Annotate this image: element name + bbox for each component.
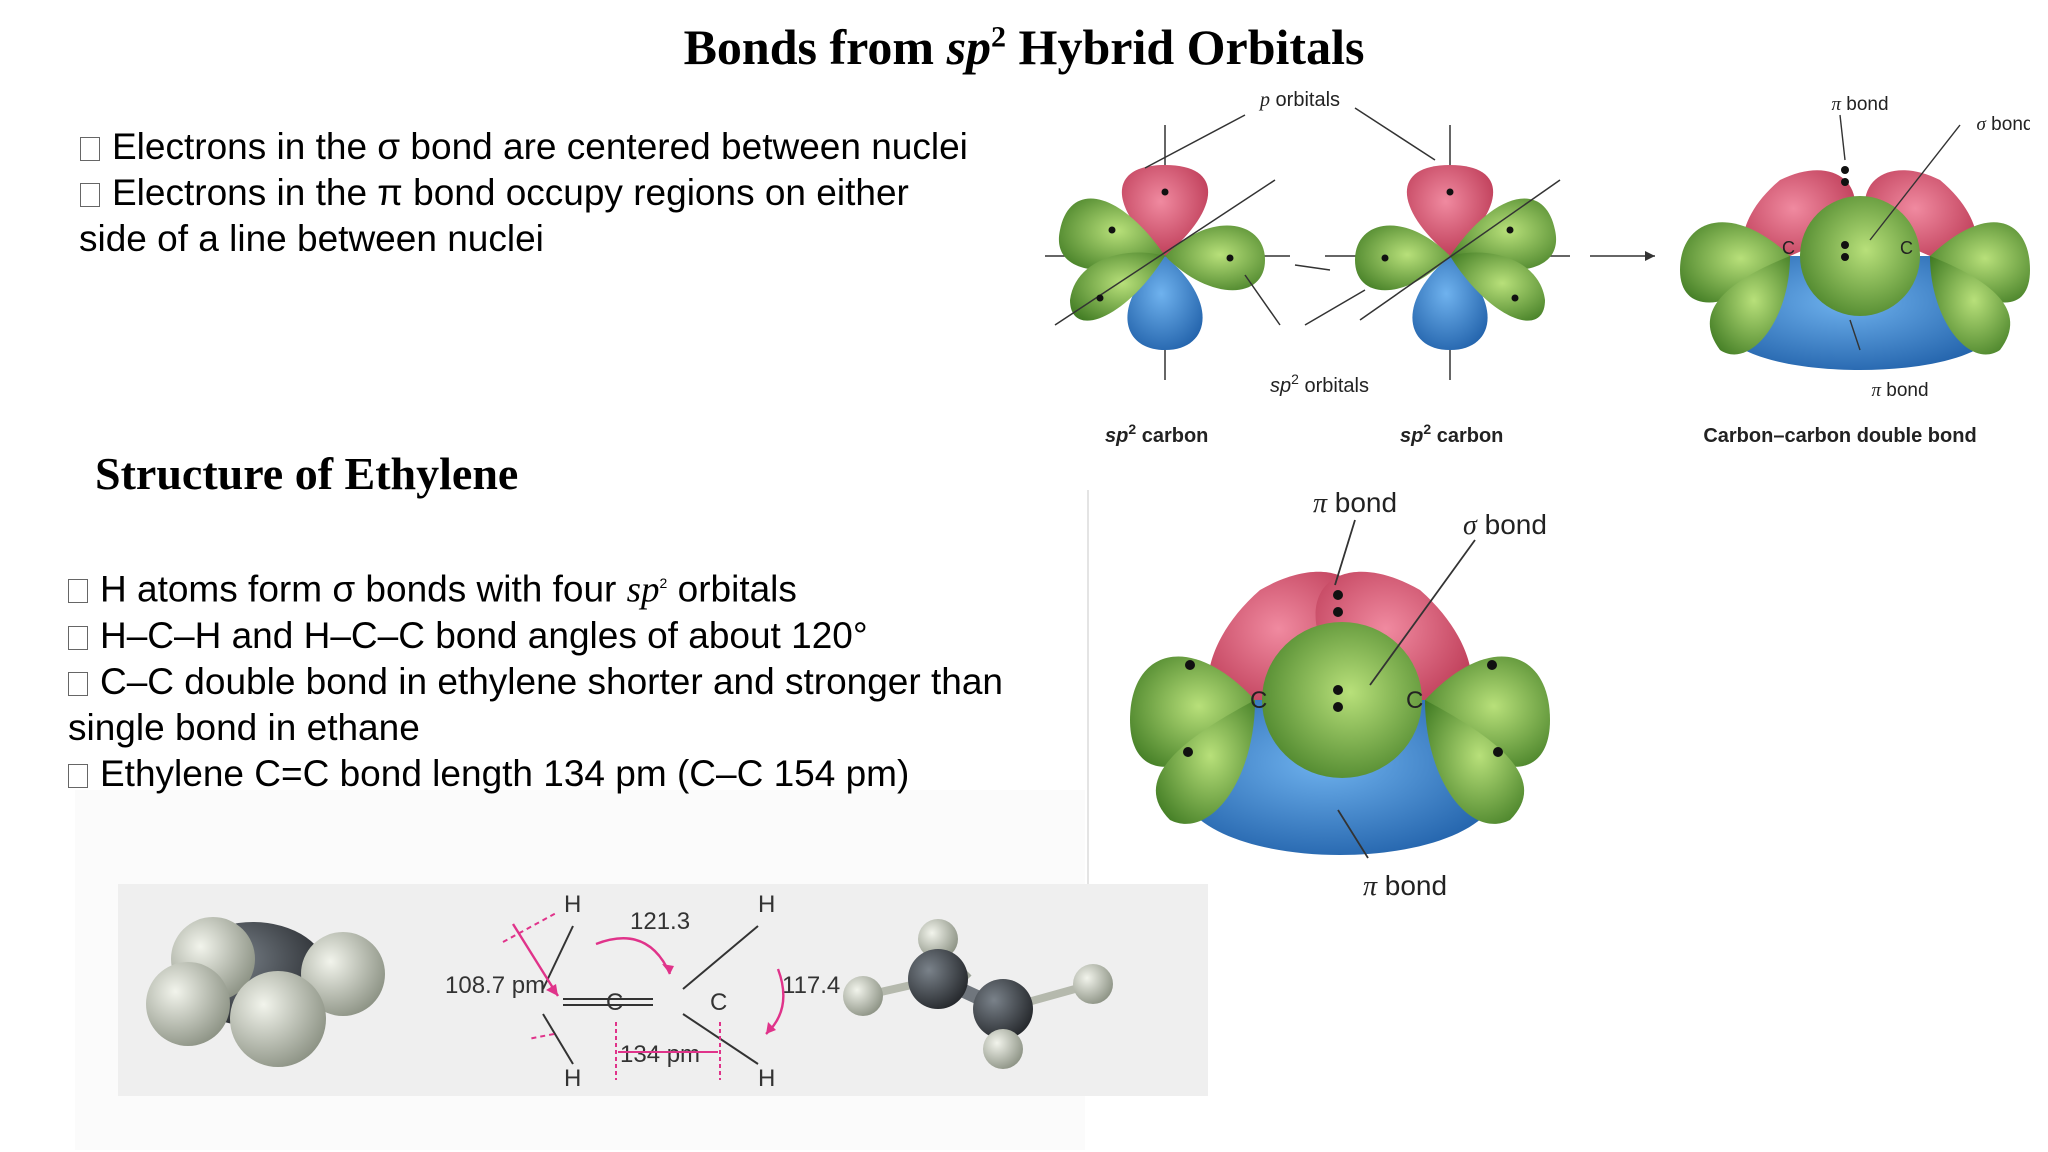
c-atom-label: C [710, 989, 727, 1016]
h-atom-label: H [758, 1065, 775, 1092]
carbon-label-left: C [1250, 687, 1267, 714]
sp2-lobe [1165, 225, 1265, 291]
bullets-top: Electrons in the σ bond are centered bet… [79, 124, 968, 262]
svg-text:sp2 carbon: sp2 carbon [1400, 421, 1503, 447]
bullet-angles: H–C–H and H–C–C bond angles of about 120… [68, 613, 1003, 659]
space-filling-model [146, 917, 385, 1067]
h-atom-label: H [758, 891, 775, 918]
carbon-label: C [1900, 238, 1913, 258]
ethylene-models: H H H H C C 121.3 108.7 pm 117.4 134 pm [146, 891, 1113, 1092]
h-atom-label: H [564, 1065, 581, 1092]
bullet-pi-continued: side of a line between nuclei [79, 218, 544, 259]
svg-text:sp2 carbon: sp2 carbon [1105, 421, 1208, 447]
pi-bond-label-bottom: π bond [1363, 870, 1447, 902]
bond-geometry-diagram: H H H H C C 121.3 108.7 pm 117.4 134 pm [445, 891, 840, 1092]
ch-length-label: 108.7 pm [445, 972, 545, 999]
ethylene-orbital-figure: C C π bond σ bond π bond [1130, 490, 1550, 902]
bullets-bottom: H atoms form σ bonds with four sp2 orbit… [68, 560, 1003, 797]
sp2-lobe [1070, 252, 1165, 321]
bullet-box-icon [68, 626, 88, 651]
svg-text:π bond: π bond [1871, 380, 1928, 401]
sigma-bond-label: σ bond [1463, 509, 1547, 541]
divider [1087, 490, 1089, 885]
svg-text:p orbitals: p orbitals [1258, 89, 1340, 111]
svg-text:sp2 orbitals: sp2 orbitals [1270, 371, 1369, 397]
c-atom-label: C [606, 989, 623, 1016]
sp2-orbital-figure: p orbitals sp2 orbitals sp2 carbon sp2 c… [1045, 89, 2030, 447]
sigma-bond-lobe [1262, 622, 1422, 778]
carbon-label: C [1782, 238, 1795, 258]
bullet-h-atoms: H atoms form σ bonds with four sp2 orbit… [68, 560, 1003, 613]
bullet-box-icon [68, 764, 88, 789]
sp2-lobe [1058, 198, 1165, 271]
bullet-double-bond-continued: single bond in ethane [68, 707, 420, 749]
svg-text:σ bond: σ bond [1977, 114, 2030, 135]
molecule-strip: H H H H C C 121.3 108.7 pm 117.4 134 pm [118, 884, 1208, 1096]
cc-double-bond-label: Carbon–carbon double bond [1703, 425, 1976, 447]
slide-title: Bonds from sp2 Hybrid Orbitals [683, 19, 1365, 75]
svg-text:π bond: π bond [1831, 94, 1888, 115]
bullet-box-icon [80, 137, 100, 161]
bullet-pi: Electrons in the π bond occupy regions o… [80, 170, 968, 216]
h-atom-label: H [564, 891, 581, 918]
p-orbitals-label: orbitals [1270, 89, 1340, 111]
ball-and-stick-model [843, 919, 1113, 1069]
sp2-carbon-right [1325, 125, 1570, 380]
bullet-sigma: Electrons in the σ bond are centered bet… [80, 124, 968, 170]
pi-bond-label-top: π bond [1313, 490, 1397, 519]
bullet-double-bond: C–C double bond in ethylene shorter and … [68, 659, 1003, 705]
bullet-box-icon [68, 672, 88, 697]
ethylene-heading: Structure of Ethylene [95, 448, 519, 499]
bullet-box-icon [68, 579, 88, 604]
angle-label-top: 121.3 [630, 908, 690, 935]
carbon-label-right: C [1406, 687, 1423, 714]
bullet-box-icon [80, 183, 100, 207]
bullet-bond-length: Ethylene C=C bond length 134 pm (C–C 154… [68, 751, 1003, 797]
sp2-carbon-left [1045, 125, 1290, 380]
double-bond-small: C C π bond σ bond π bond [1680, 94, 2030, 401]
angle-label-right: 117.4 [782, 972, 840, 999]
cc-length-label: 134 pm [620, 1041, 700, 1068]
